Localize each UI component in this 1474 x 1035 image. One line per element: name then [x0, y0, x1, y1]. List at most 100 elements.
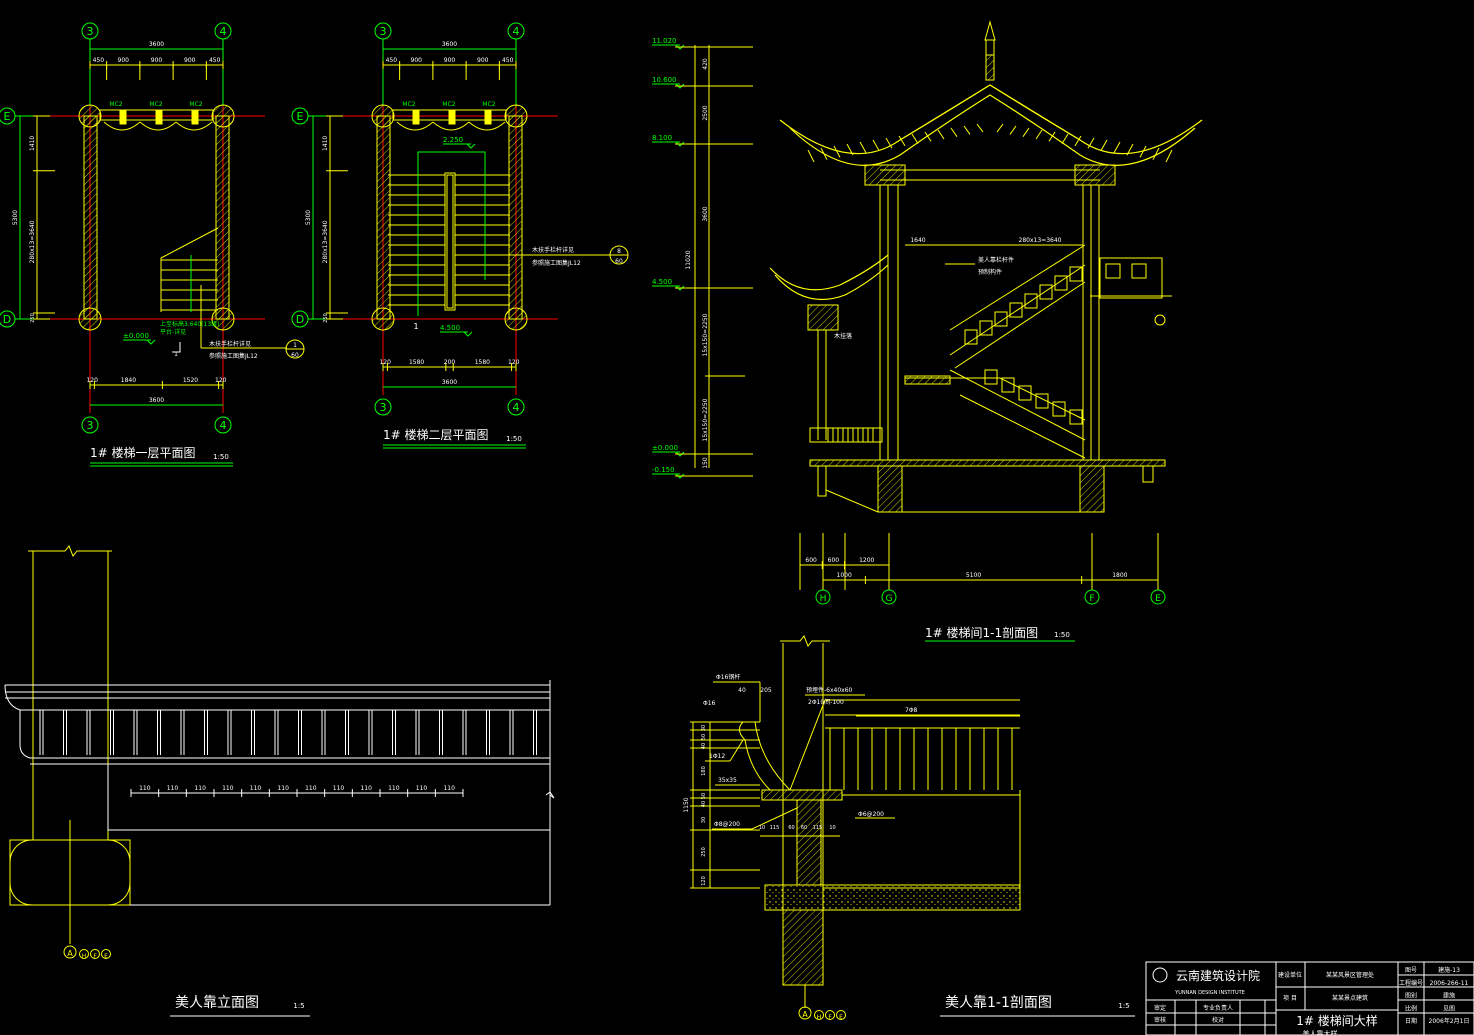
column-circle [371, 104, 395, 128]
roof-rafter [1035, 129, 1043, 140]
dimension-text: 110 [194, 785, 206, 792]
detail-label: Φ8@200 [714, 821, 740, 828]
dimension-text: 120 [379, 359, 391, 366]
leader-note: 木扶手栏杆详见 [532, 246, 574, 254]
dimension-text: 110 [167, 785, 179, 792]
role-label: 校对 [1212, 1016, 1224, 1024]
level-triangle [675, 285, 685, 291]
axis-label: 3 [380, 25, 387, 38]
role-label: 审核 [1154, 1016, 1166, 1024]
axis-label: E [297, 110, 304, 123]
break-line [28, 545, 112, 557]
leader-note: 木扶手栏杆详见 [209, 340, 251, 348]
wall-left [376, 115, 391, 320]
section-mark [172, 342, 181, 353]
column-left-inner [887, 184, 899, 461]
drawing-title: 1# 楼梯间1-1剖面图 [925, 625, 1038, 640]
section-annotation: 木挂落 [834, 332, 852, 340]
column-right-inner [1090, 184, 1100, 461]
landing-slab [904, 375, 951, 385]
roof-rafter [924, 131, 932, 142]
stair-railing-panel [984, 369, 998, 385]
level-text: 11.020 [652, 37, 677, 45]
dimension-text: 250 [323, 313, 329, 323]
dimension-text: 600 [805, 557, 817, 564]
level-triangle [466, 143, 476, 149]
backrest-curve-inner [754, 721, 791, 791]
stair-railing-panel [1054, 275, 1068, 291]
drawing-title: 美人靠1-1剖面图 [945, 995, 1052, 1011]
axis-bubble [63, 945, 77, 959]
backrest-curve [739, 721, 800, 791]
dimension-text: 110 [416, 785, 428, 792]
stair-break-line [160, 227, 219, 259]
door-post [119, 109, 127, 125]
stair-railing-panel [979, 320, 993, 336]
bracket-set-right [1074, 164, 1116, 186]
axis-label: H [817, 1015, 821, 1021]
door-swing [396, 121, 434, 131]
dimension-text: 1410 [29, 136, 36, 151]
axis-label: 4 [513, 401, 520, 414]
foundation-right [1079, 465, 1105, 513]
dimension-text: 450 [93, 57, 105, 64]
dimension-text: 200 [444, 359, 456, 366]
level-text: 4.500 [652, 278, 672, 286]
roof-rafter [1087, 137, 1095, 149]
axis-bubble [814, 1010, 824, 1020]
lower-railing [809, 427, 883, 443]
column-circle [78, 104, 102, 128]
door-swing [139, 121, 177, 131]
stair-flight-upper-rail-top [949, 244, 1086, 331]
detail-label: 1Φ12 [709, 753, 725, 760]
column-left [879, 184, 889, 461]
detail-label: 2Φ10间-100 [808, 698, 844, 706]
tb-label: 项 目 [1283, 995, 1297, 1002]
column-circle [371, 307, 395, 331]
roof-rafter [833, 145, 841, 158]
stair-railing-panel [1052, 401, 1066, 417]
level-triangle [675, 141, 685, 147]
dimension-text: 30 [701, 817, 707, 823]
dimension-text: 50 [701, 734, 707, 740]
drawing-name: 1# 楼梯间大样 [1296, 1013, 1378, 1028]
roof-rafter [820, 147, 828, 160]
dimension-text: 1580 [409, 359, 424, 366]
dimension-text: 15x150=2250 [702, 398, 709, 441]
roof-rafter [807, 149, 815, 163]
level-triangle [675, 451, 685, 457]
tb-field-label: 比例 [1405, 1004, 1417, 1012]
level-triangle [675, 44, 685, 50]
roof-rafter [976, 123, 984, 133]
dimension-text: 450 [502, 57, 514, 64]
axis-label: H [82, 954, 86, 960]
level-triangle [146, 339, 156, 345]
dimension-text: 120 [701, 876, 707, 886]
stair-railing-panel [964, 329, 978, 345]
roof-rafter [911, 133, 919, 144]
column-circle [211, 104, 235, 128]
dimension-text: 250 [30, 313, 36, 323]
dimension-text: 420 [702, 58, 709, 70]
bracket-set-left [864, 164, 906, 186]
dimension-text: 50 [701, 793, 707, 799]
support-column [796, 799, 822, 886]
door-post [484, 109, 492, 125]
roof-rafter [963, 125, 971, 135]
institute-name: 云南建筑设计院 [1176, 968, 1260, 983]
bench-face [107, 765, 550, 831]
section-annotation: 280x13=3640 [1019, 237, 1062, 244]
column-circle [78, 307, 102, 331]
dimension-text: 1000 [837, 572, 852, 579]
floor-slab [764, 884, 1021, 911]
level-text: 2.250 [443, 136, 463, 144]
dimension-text: 600 [828, 557, 840, 564]
door-label: MC2 [442, 101, 455, 108]
dimension-text: 110 [443, 785, 455, 792]
tb-label: 建设单位 [1278, 971, 1302, 979]
break-mark [545, 791, 555, 799]
detail-label: 35x35 [718, 777, 737, 784]
section-mark-label: 1 [413, 322, 418, 331]
stair-flight-lower-bottom [959, 394, 1086, 459]
door-swing [432, 121, 470, 131]
